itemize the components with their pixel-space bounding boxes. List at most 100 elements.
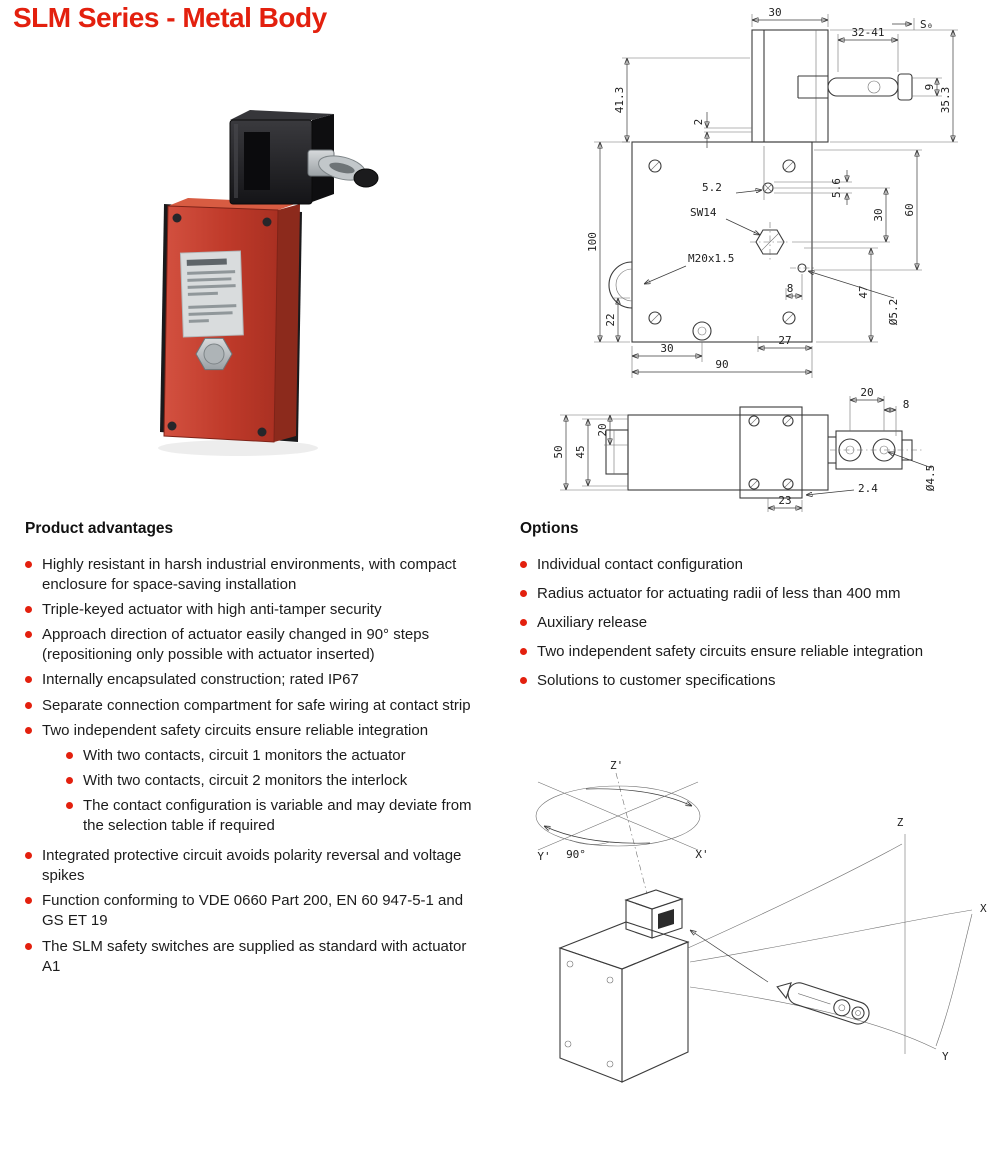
switch-head — [229, 110, 334, 205]
options-list: Individual contact configuration Radius … — [520, 555, 992, 691]
dim-9: 9 — [923, 84, 936, 91]
option-item: Solutions to customer specifications — [520, 671, 992, 691]
dim-60: 60 — [903, 203, 916, 216]
option-text: Solutions to customer specifications — [537, 672, 776, 690]
advantage-sub-text: With two contacts, circuit 1 monitors th… — [83, 746, 406, 764]
axis-x-prime-label: X' — [695, 848, 708, 861]
bullet-icon — [66, 776, 73, 784]
dim-45: 45 — [574, 445, 587, 458]
bullet-icon — [66, 801, 73, 809]
advantage-text: Internally encapsulated construction; ra… — [42, 671, 359, 689]
advantage-text: Triple-keyed actuator with high anti-tam… — [42, 601, 382, 619]
advantage-text: The SLM safety switches are supplied as … — [42, 937, 467, 975]
advantages-heading: Product advantages — [25, 520, 174, 537]
dim-30-bottom: 30 — [660, 342, 673, 355]
advantages-sublist: With two contacts, circuit 1 monitors th… — [66, 746, 483, 836]
dim-41-3: 41.3 — [613, 87, 626, 114]
options-heading: Options — [520, 520, 579, 537]
bullet-icon — [66, 751, 73, 759]
side-view-drawing: 20 8 50 45 20 2.4 23 Ø4.5 — [552, 386, 937, 512]
axis-z-prime-label: Z' — [610, 759, 623, 772]
bullet-icon — [25, 561, 32, 568]
bullet-icon — [520, 648, 527, 656]
advantage-item: Two independent safety circuits ensure r… — [25, 721, 483, 841]
page-title: SLM Series - Metal Body — [13, 2, 327, 33]
advantage-text: Function conforming to VDE 0660 Part 200… — [42, 892, 464, 930]
dim-100: 100 — [586, 232, 599, 252]
bullet-icon — [25, 606, 32, 614]
dim-8-side: 8 — [903, 398, 910, 411]
option-item: Auxiliary release — [520, 613, 992, 633]
advantage-item: Function conforming to VDE 0660 Part 200… — [25, 891, 483, 931]
bullet-icon — [520, 677, 527, 685]
hex-gland — [195, 337, 233, 371]
advantage-sub-item: With two contacts, circuit 1 monitors th… — [66, 746, 483, 766]
actuator-key — [307, 149, 379, 188]
dim-50: 50 — [552, 445, 565, 458]
dim-dia-5-2: Ø5.2 — [887, 299, 900, 326]
dim-5-2: 5.2 — [702, 181, 722, 194]
rotation-axes: Z' Y' 90° X' — [535, 759, 709, 895]
advantage-item: Triple-keyed actuator with high anti-tam… — [25, 600, 483, 620]
bullet-icon — [25, 852, 32, 860]
option-text: Radius actuator for actuating radii of l… — [537, 585, 901, 603]
dim-8: 8 — [787, 282, 794, 295]
dim-35-3: 35.3 — [939, 87, 952, 114]
options-section: Options Individual contact configuration… — [520, 520, 992, 700]
bullet-icon — [520, 619, 527, 627]
bullet-icon — [25, 676, 32, 684]
axis-x-label: X — [980, 902, 987, 915]
option-item: Radius actuator for actuating radii of l… — [520, 584, 992, 604]
advantage-item: Highly resistant in harsh industrial env… — [25, 555, 483, 595]
dim-47: 47 — [857, 285, 870, 298]
axis-y-label: Y — [942, 1050, 949, 1063]
advantage-item: Internally encapsulated construction; ra… — [25, 670, 483, 690]
advantages-list: Highly resistant in harsh industrial env… — [25, 555, 483, 977]
bullet-icon — [25, 897, 32, 905]
technical-drawing: 30 32-41 S₀ 9 41.3 35.3 2 5.2 5.6 — [552, 6, 958, 512]
bullet-icon — [520, 561, 527, 568]
iso-view-drawing: Z' Y' 90° X' Z X Y — [535, 759, 987, 1083]
dim-20-left: 20 — [596, 423, 609, 436]
bullet-icon — [25, 726, 32, 734]
advantage-text: Highly resistant in harsh industrial env… — [42, 556, 457, 594]
label-m20: M20x1.5 — [688, 252, 734, 265]
bullet-icon — [520, 590, 527, 598]
switch-isometric — [558, 889, 690, 1083]
bullet-icon — [25, 942, 32, 950]
bullet-icon — [25, 631, 32, 639]
dim-20-top: 20 — [860, 386, 873, 399]
rating-label — [179, 250, 244, 338]
product-photo — [158, 110, 379, 456]
dim-2-4: 2.4 — [858, 482, 878, 495]
approach-axes: Z X Y — [687, 816, 987, 1063]
advantage-text: Separate connection compartment for safe… — [42, 696, 471, 714]
dim-dia-4-5: Ø4.5 — [924, 465, 937, 492]
advantage-text: Integrated protective circuit avoids pol… — [42, 847, 462, 885]
advantage-item: Separate connection compartment for safe… — [25, 696, 483, 716]
dim-head-width: 30 — [768, 6, 781, 19]
dim-2: 2 — [692, 119, 705, 126]
dim-90: 90 — [715, 358, 728, 371]
advantage-item: Approach direction of actuator easily ch… — [25, 625, 483, 665]
label-sw14: SW14 — [690, 206, 717, 219]
advantage-text: Two independent safety circuits ensure r… — [42, 721, 429, 739]
advantage-sub-item: The contact configuration is variable an… — [66, 796, 483, 836]
option-text: Two independent safety circuits ensure r… — [537, 643, 924, 661]
advantage-sub-item: With two contacts, circuit 2 monitors th… — [66, 771, 483, 791]
label-s0: S₀ — [920, 18, 933, 31]
dim-stroke-range: 32-41 — [851, 26, 884, 39]
dim-30-right: 30 — [872, 208, 885, 221]
option-item: Two independent safety circuits ensure r… — [520, 642, 992, 662]
advantage-sub-text: The contact configuration is variable an… — [83, 796, 472, 835]
front-view-drawing: 30 32-41 S₀ 9 41.3 35.3 2 5.2 5.6 — [586, 6, 958, 378]
option-item: Individual contact configuration — [520, 555, 992, 575]
advantage-item: The SLM safety switches are supplied as … — [25, 937, 483, 977]
axis-z-label: Z — [897, 816, 904, 829]
advantage-item: Integrated protective circuit avoids pol… — [25, 846, 483, 886]
option-text: Individual contact configuration — [537, 556, 743, 573]
advantage-text: Approach direction of actuator easily ch… — [42, 626, 430, 664]
dim-23: 23 — [778, 494, 791, 507]
axis-y-prime-label: Y' — [537, 850, 550, 863]
option-text: Auxiliary release — [537, 614, 648, 632]
